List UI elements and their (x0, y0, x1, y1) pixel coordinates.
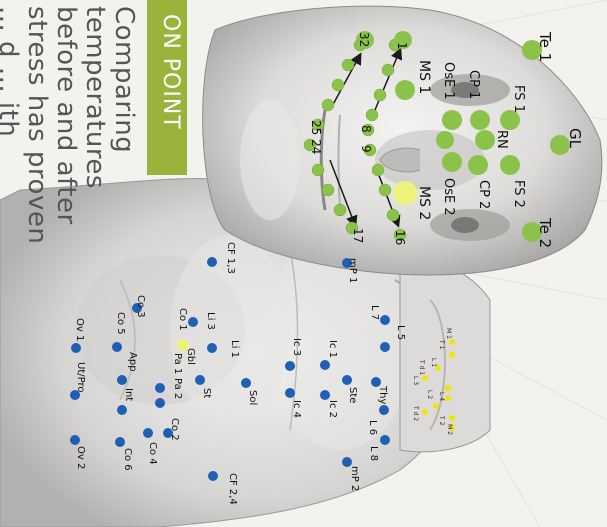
article-line-3: before and after (52, 6, 79, 225)
face-label-fs1: FS 1 (511, 85, 526, 113)
face-label-9: 9 (359, 145, 373, 153)
face-label-rn: RN (494, 130, 509, 149)
svg-text:L 8: L 8 (368, 446, 379, 461)
svg-text:Pa 1: Pa 1 (172, 353, 183, 374)
svg-text:Ic 1: Ic 1 (327, 340, 338, 358)
face-label-ose1: OsE 1 (441, 62, 456, 100)
face-point-cp1 (470, 110, 490, 130)
article-line-5: ... d ... ith (0, 6, 21, 137)
svg-text:mP 1: mP 1 (347, 258, 358, 283)
face-label-17: 17 (351, 228, 365, 243)
svg-text:T d 2: T d 2 (412, 405, 419, 421)
svg-text:Gbl: Gbl (185, 348, 196, 365)
face-label-ms2: MS 2 (416, 186, 432, 220)
article-line-4: stress has proven (23, 6, 50, 244)
svg-text:M 2: M 2 (446, 424, 453, 435)
svg-text:Ic 2: Ic 2 (327, 400, 338, 418)
face-point-fs1 (500, 110, 520, 130)
face-label-ose2: OsE 2 (441, 178, 456, 216)
face-label-fs2: FS 2 (511, 180, 526, 208)
svg-text:CF 1,3: CF 1,3 (225, 242, 236, 274)
face-point-cp2 (468, 155, 488, 175)
svg-text:Co 1: Co 1 (177, 308, 188, 331)
face-label-25-24: 25 24 (309, 120, 323, 154)
svg-text:St: St (201, 388, 212, 398)
face-label-ms1: MS 1 (416, 60, 432, 94)
svg-text:L 7: L 7 (369, 305, 380, 320)
svg-text:Ic 3: Ic 3 (291, 338, 302, 356)
svg-text:L 4: L 4 (438, 392, 445, 401)
face-label-gl: GL (566, 128, 584, 149)
svg-text:Pa 2: Pa 2 (172, 378, 183, 399)
face-point-rn (475, 130, 495, 150)
svg-text:L 6: L 6 (367, 420, 378, 435)
face-point-ms1 (395, 80, 415, 100)
svg-text:L 1: L 1 (430, 358, 437, 367)
svg-text:L 2: L 2 (426, 390, 433, 399)
face-point-ms2 (393, 181, 417, 205)
svg-text:M 1: M 1 (445, 328, 452, 339)
article-line-2: temperatures (81, 6, 108, 189)
face-point-fs2 (500, 155, 520, 175)
svg-text:T 1: T 1 (438, 339, 445, 350)
face-label-16: 16 (393, 230, 407, 245)
svg-text:Li 3: Li 3 (205, 312, 216, 330)
article-line-1: Comparing (110, 6, 137, 153)
svg-text:L 5: L 5 (395, 325, 406, 340)
svg-text:L 3: L 3 (412, 376, 419, 385)
svg-text:CF 2,4: CF 2,4 (227, 473, 238, 505)
face-label-8: 8 (359, 125, 373, 133)
section-heading-badge: ON POINT (147, 0, 187, 175)
face-label-32: 32 (357, 32, 371, 47)
face-label-te2: Te 2 (536, 217, 554, 248)
svg-text:Li 1: Li 1 (229, 340, 240, 358)
svg-text:Thy: Thy (377, 385, 388, 404)
svg-text:T d 1: T d 1 (418, 359, 425, 375)
svg-text:Co 4: Co 4 (147, 442, 158, 465)
face-point-ose2 (442, 152, 462, 172)
svg-text:Co 2: Co 2 (169, 418, 180, 441)
svg-text:Sol: Sol (247, 390, 258, 405)
svg-text:T 2: T 2 (438, 415, 445, 426)
face-label-te1: Te 1 (536, 31, 554, 62)
article-sidebar: Comparing temperatures before and after … (0, 0, 140, 527)
svg-text:Ste: Ste (347, 387, 358, 403)
svg-text:Ic 4: Ic 4 (291, 400, 302, 418)
face-point-ose1 (442, 110, 462, 130)
face-label-cp2: CP 2 (476, 180, 491, 209)
svg-text:mP 2: mP 2 (349, 466, 360, 491)
face-label-cp1: CP 1 (466, 70, 481, 99)
face-label-1: 1 (395, 42, 409, 50)
section-heading: ON POINT (158, 14, 183, 130)
